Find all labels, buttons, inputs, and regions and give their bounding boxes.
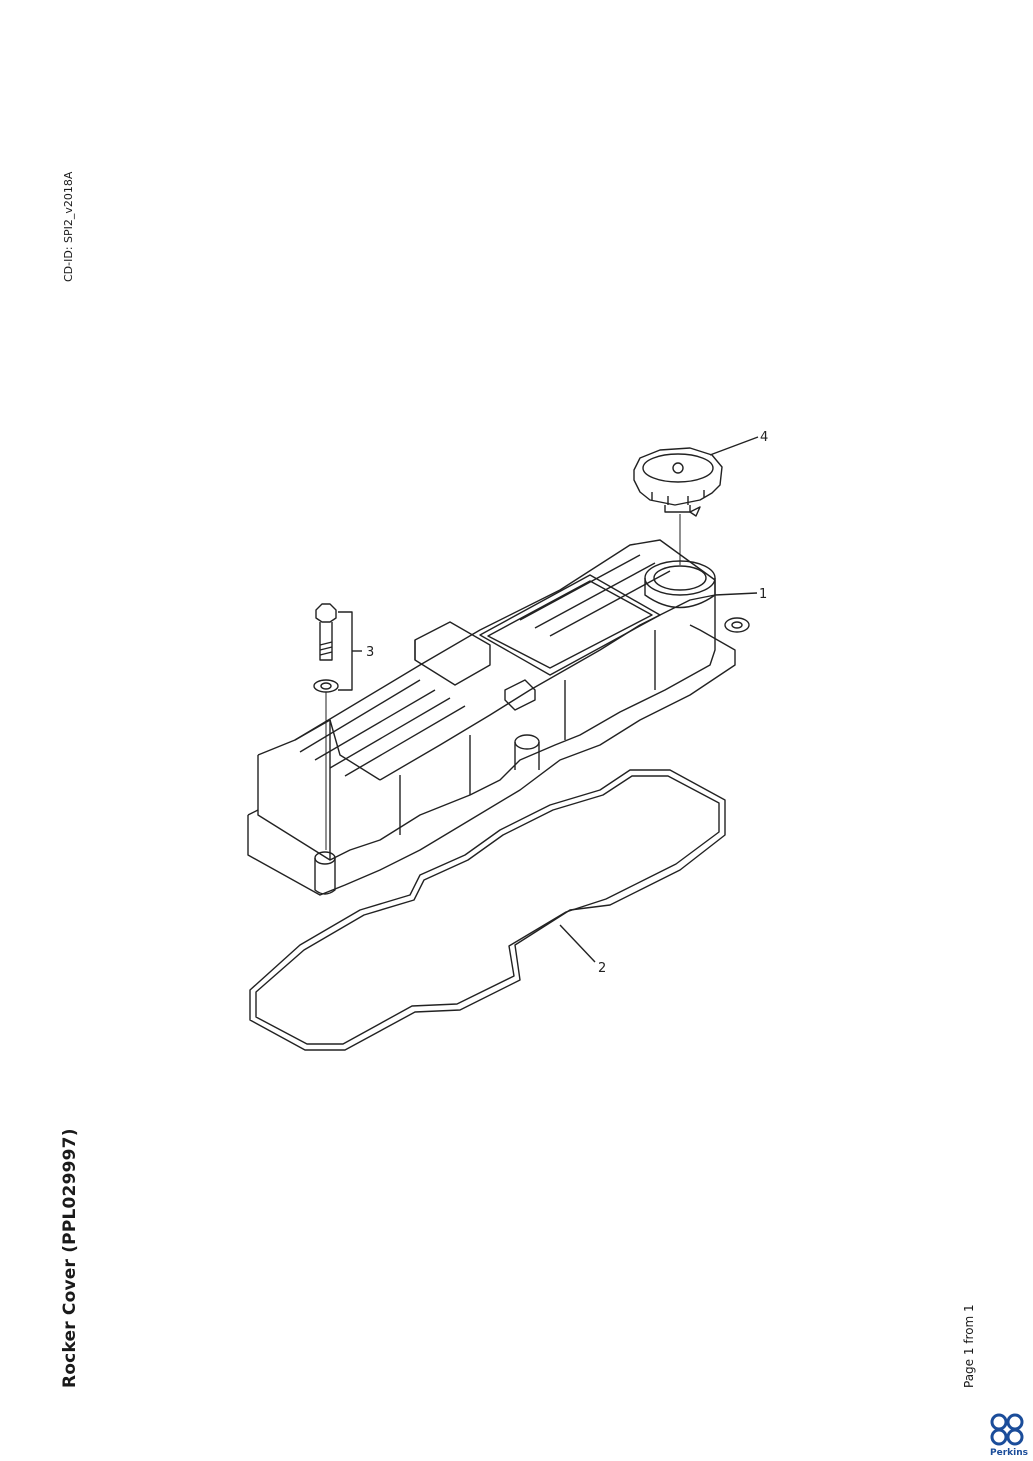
- filler-cap-part: [633, 447, 723, 565]
- callout-2: 2: [598, 961, 606, 976]
- leader-line-2: [559, 924, 596, 963]
- perkins-logo: [990, 1413, 1024, 1446]
- bolt-part: [313, 603, 362, 850]
- callout-4: 4: [760, 430, 768, 445]
- leader-line-4: [709, 436, 759, 456]
- brand-name: Perkins: [990, 1448, 1028, 1458]
- callout-3: 3: [366, 645, 374, 660]
- callout-1: 1: [759, 587, 767, 602]
- leader-line-1: [714, 592, 758, 596]
- rocker-cover-part: [247, 539, 750, 896]
- gasket-part: [249, 769, 726, 1051]
